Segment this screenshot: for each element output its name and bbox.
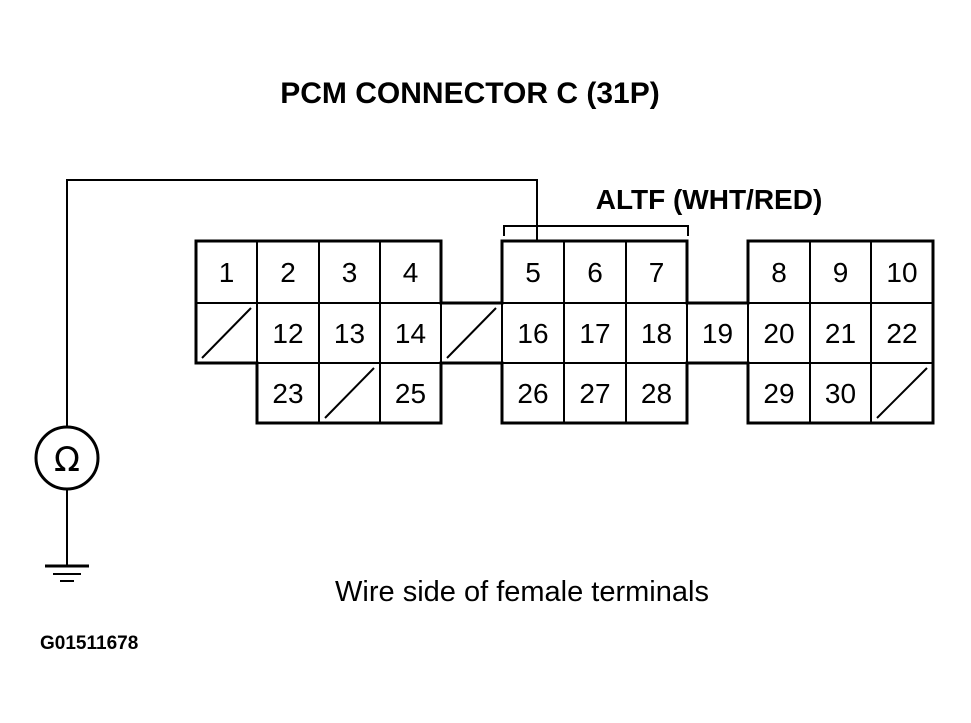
terminal-16: 16 bbox=[517, 318, 548, 349]
signal-label: ALTF (WHT/RED) bbox=[596, 184, 823, 215]
terminal-13: 13 bbox=[334, 318, 365, 349]
signal-bracket bbox=[503, 225, 689, 236]
terminal-27: 27 bbox=[579, 378, 610, 409]
diagram-title: PCM CONNECTOR C (31P) bbox=[280, 77, 659, 110]
blocked-cavity-slash bbox=[446, 307, 497, 359]
blocked-cavity-slash bbox=[324, 367, 375, 419]
terminal-20: 20 bbox=[763, 318, 794, 349]
terminal-2: 2 bbox=[280, 257, 296, 288]
terminal-8: 8 bbox=[771, 257, 787, 288]
test-lead bbox=[66, 179, 538, 427]
caption: Wire side of female terminals bbox=[335, 576, 709, 608]
terminal-6: 6 bbox=[587, 257, 603, 288]
blocked-cavity-slash bbox=[876, 367, 928, 419]
terminal-25: 25 bbox=[395, 378, 426, 409]
terminal-17: 17 bbox=[579, 318, 610, 349]
terminal-28: 28 bbox=[641, 378, 672, 409]
terminal-5: 5 bbox=[525, 257, 541, 288]
terminal-14: 14 bbox=[395, 318, 426, 349]
figure-id: G01511678 bbox=[40, 633, 138, 654]
terminal-22: 22 bbox=[886, 318, 917, 349]
terminal-21: 21 bbox=[825, 318, 856, 349]
ground-icon bbox=[45, 564, 89, 582]
terminal-30: 30 bbox=[825, 378, 856, 409]
terminal-4: 4 bbox=[403, 257, 419, 288]
terminal-18: 18 bbox=[641, 318, 672, 349]
terminal-3: 3 bbox=[342, 257, 358, 288]
connector-grid bbox=[196, 241, 933, 423]
terminal-29: 29 bbox=[763, 378, 794, 409]
terminal-23: 23 bbox=[272, 378, 303, 409]
ohmmeter-icon: Ω bbox=[34, 425, 100, 491]
terminal-9: 9 bbox=[833, 257, 849, 288]
terminal-1: 1 bbox=[219, 257, 235, 288]
blocked-cavity-slash bbox=[201, 307, 252, 359]
terminal-19: 19 bbox=[702, 318, 733, 349]
terminal-7: 7 bbox=[649, 257, 665, 288]
terminal-12: 12 bbox=[272, 318, 303, 349]
ohm-symbol: Ω bbox=[54, 440, 80, 480]
terminal-26: 26 bbox=[517, 378, 548, 409]
terminal-10: 10 bbox=[886, 257, 917, 288]
